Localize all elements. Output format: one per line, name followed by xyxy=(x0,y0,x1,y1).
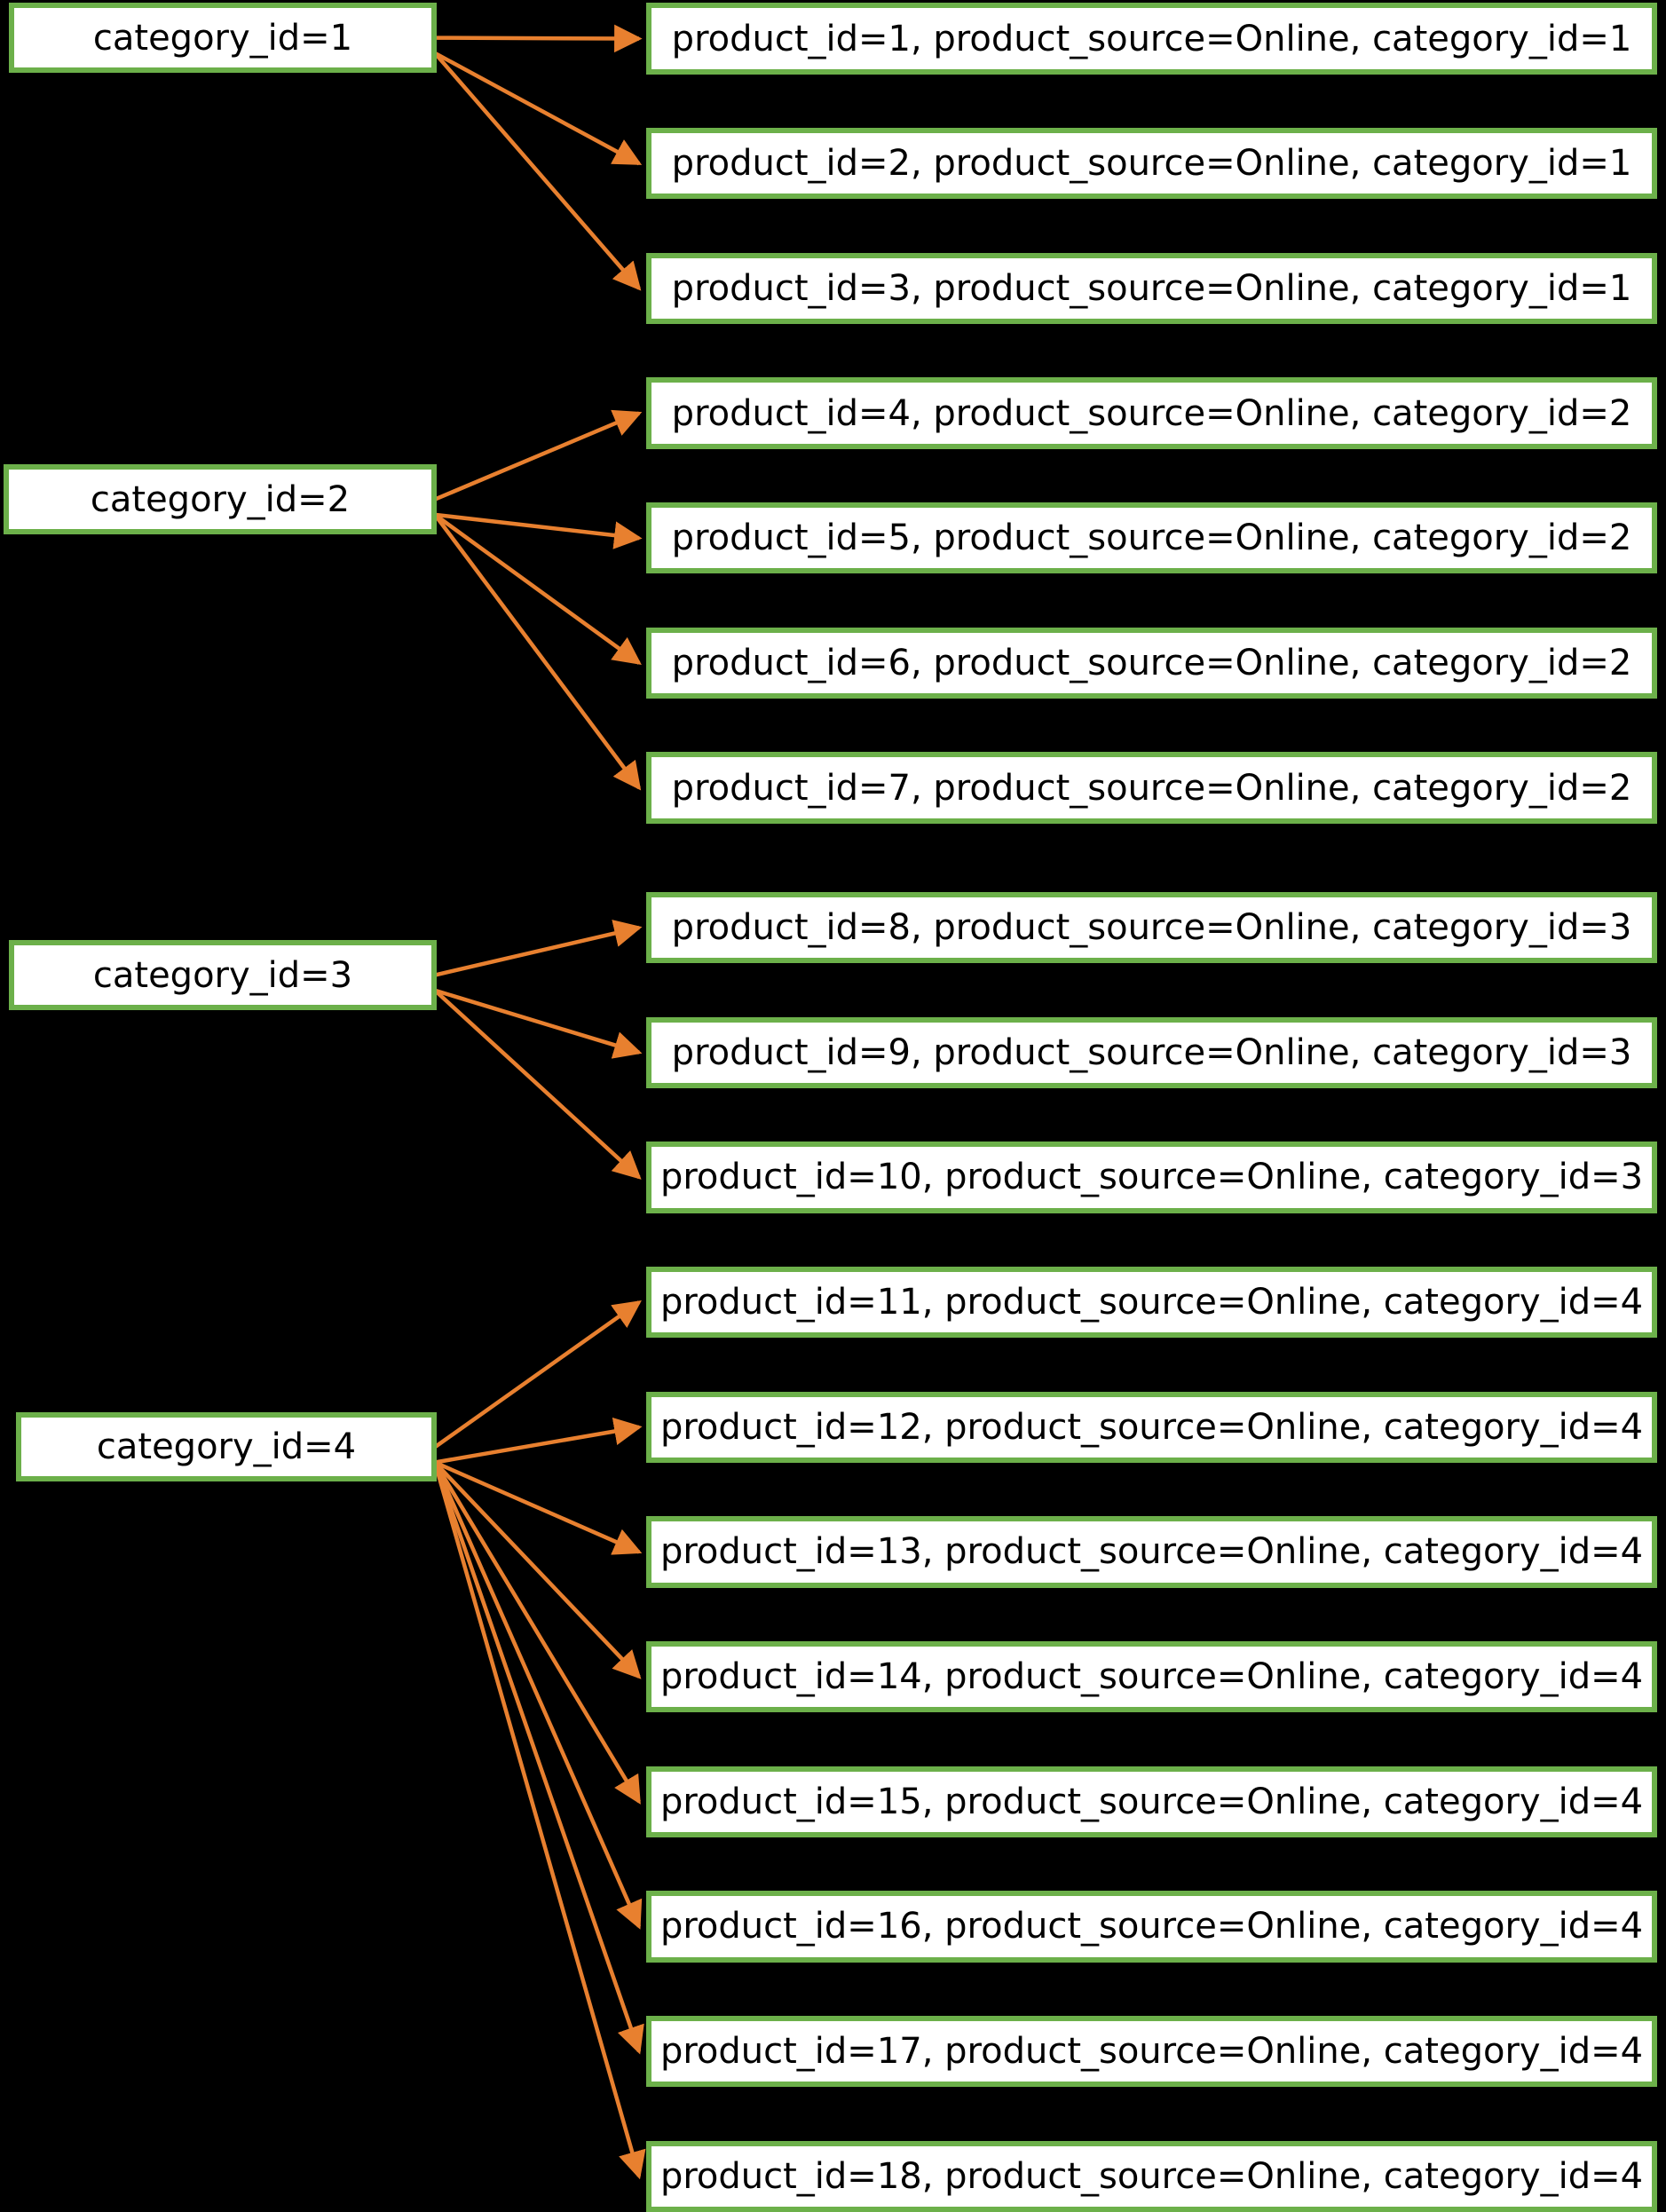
edge-1 xyxy=(433,51,643,166)
edge-2 xyxy=(434,409,643,502)
product-node-label: product_id=4, product_source=Online, cat… xyxy=(671,392,1632,434)
product-node-1[interactable]: product_id=1, product_source=Online, cat… xyxy=(646,3,1657,75)
edge-4 xyxy=(433,1300,642,1450)
edge-4 xyxy=(433,1460,642,1679)
category-node-label: category_id=4 xyxy=(96,1426,357,1468)
product-node-8[interactable]: product_id=8, product_source=Online, cat… xyxy=(646,891,1657,964)
product-node-label: product_id=9, product_source=Online, cat… xyxy=(671,1031,1632,1073)
product-node-label: product_id=17, product_source=Online, ca… xyxy=(659,2031,1644,2073)
category-node-1[interactable]: category_id=1 xyxy=(9,3,437,73)
edge-3 xyxy=(434,920,643,977)
edge-2 xyxy=(433,513,642,791)
product-node-label: product_id=6, product_source=Online, cat… xyxy=(671,642,1632,683)
product-node-label: product_id=5, product_source=Online, cat… xyxy=(671,517,1632,559)
product-node-13[interactable]: product_id=13, product_source=Online, ca… xyxy=(646,1516,1657,1588)
product-node-label: product_id=7, product_source=Online, cat… xyxy=(671,767,1632,809)
product-node-5[interactable]: product_id=5, product_source=Online, cat… xyxy=(646,502,1657,574)
product-node-16[interactable]: product_id=16, product_source=Online, ca… xyxy=(646,1891,1657,1963)
category-node-label: category_id=3 xyxy=(92,954,353,996)
product-node-14[interactable]: product_id=14, product_source=Online, ca… xyxy=(646,1640,1657,1713)
product-node-4[interactable]: product_id=4, product_source=Online, cat… xyxy=(646,377,1657,449)
category-node-label: category_id=1 xyxy=(92,17,353,59)
product-node-label: product_id=8, product_source=Online, cat… xyxy=(671,907,1632,949)
product-node-label: product_id=11, product_source=Online, ca… xyxy=(659,1282,1644,1323)
edge-4 xyxy=(432,1461,644,2055)
product-node-6[interactable]: product_id=6, product_source=Online, cat… xyxy=(646,627,1657,699)
product-node-11[interactable]: product_id=11, product_source=Online, ca… xyxy=(646,1266,1657,1339)
product-node-label: product_id=15, product_source=Online, ca… xyxy=(659,1781,1644,1822)
product-node-label: product_id=2, product_source=Online, cat… xyxy=(671,143,1632,185)
edge-2 xyxy=(433,513,642,666)
product-node-label: product_id=18, product_source=Online, ca… xyxy=(659,2155,1644,2197)
product-node-2[interactable]: product_id=2, product_source=Online, cat… xyxy=(646,128,1657,200)
edge-4 xyxy=(434,1460,643,1555)
product-node-15[interactable]: product_id=15, product_source=Online, ca… xyxy=(646,1766,1657,1837)
edge-4 xyxy=(432,1461,646,2180)
product-node-9[interactable]: product_id=9, product_source=Online, cat… xyxy=(646,1016,1657,1088)
product-node-label: product_id=1, product_source=Online, cat… xyxy=(671,18,1632,59)
edge-2 xyxy=(434,512,643,549)
category-node-4[interactable]: category_id=4 xyxy=(16,1411,437,1482)
edge-1 xyxy=(433,51,642,291)
edge-3 xyxy=(433,989,642,1180)
product-node-label: product_id=10, product_source=Online, ca… xyxy=(659,1157,1644,1198)
product-node-label: product_id=12, product_source=Online, ca… xyxy=(659,1406,1644,1448)
product-node-label: product_id=3, product_source=Online, cat… xyxy=(671,267,1632,309)
edge-4 xyxy=(432,1461,643,1930)
product-node-3[interactable]: product_id=3, product_source=Online, cat… xyxy=(646,252,1657,325)
edge-4 xyxy=(434,1417,643,1465)
category-node-3[interactable]: category_id=3 xyxy=(9,940,437,1010)
product-node-17[interactable]: product_id=17, product_source=Online, ca… xyxy=(646,2015,1657,2088)
category-node-label: category_id=2 xyxy=(90,478,351,520)
edge-1 xyxy=(434,24,643,53)
product-node-18[interactable]: product_id=18, product_source=Online, ca… xyxy=(646,2140,1657,2212)
edge-4 xyxy=(433,1461,641,1805)
product-node-12[interactable]: product_id=12, product_source=Online, ca… xyxy=(646,1391,1657,1463)
product-node-label: product_id=13, product_source=Online, ca… xyxy=(659,1531,1644,1573)
product-node-10[interactable]: product_id=10, product_source=Online, ca… xyxy=(646,1142,1657,1213)
edge-3 xyxy=(434,988,643,1059)
category-node-2[interactable]: category_id=2 xyxy=(4,464,437,534)
product-node-label: product_id=16, product_source=Online, ca… xyxy=(659,1906,1644,1947)
product-node-7[interactable]: product_id=7, product_source=Online, cat… xyxy=(646,752,1657,824)
product-node-label: product_id=14, product_source=Online, ca… xyxy=(659,1656,1644,1698)
